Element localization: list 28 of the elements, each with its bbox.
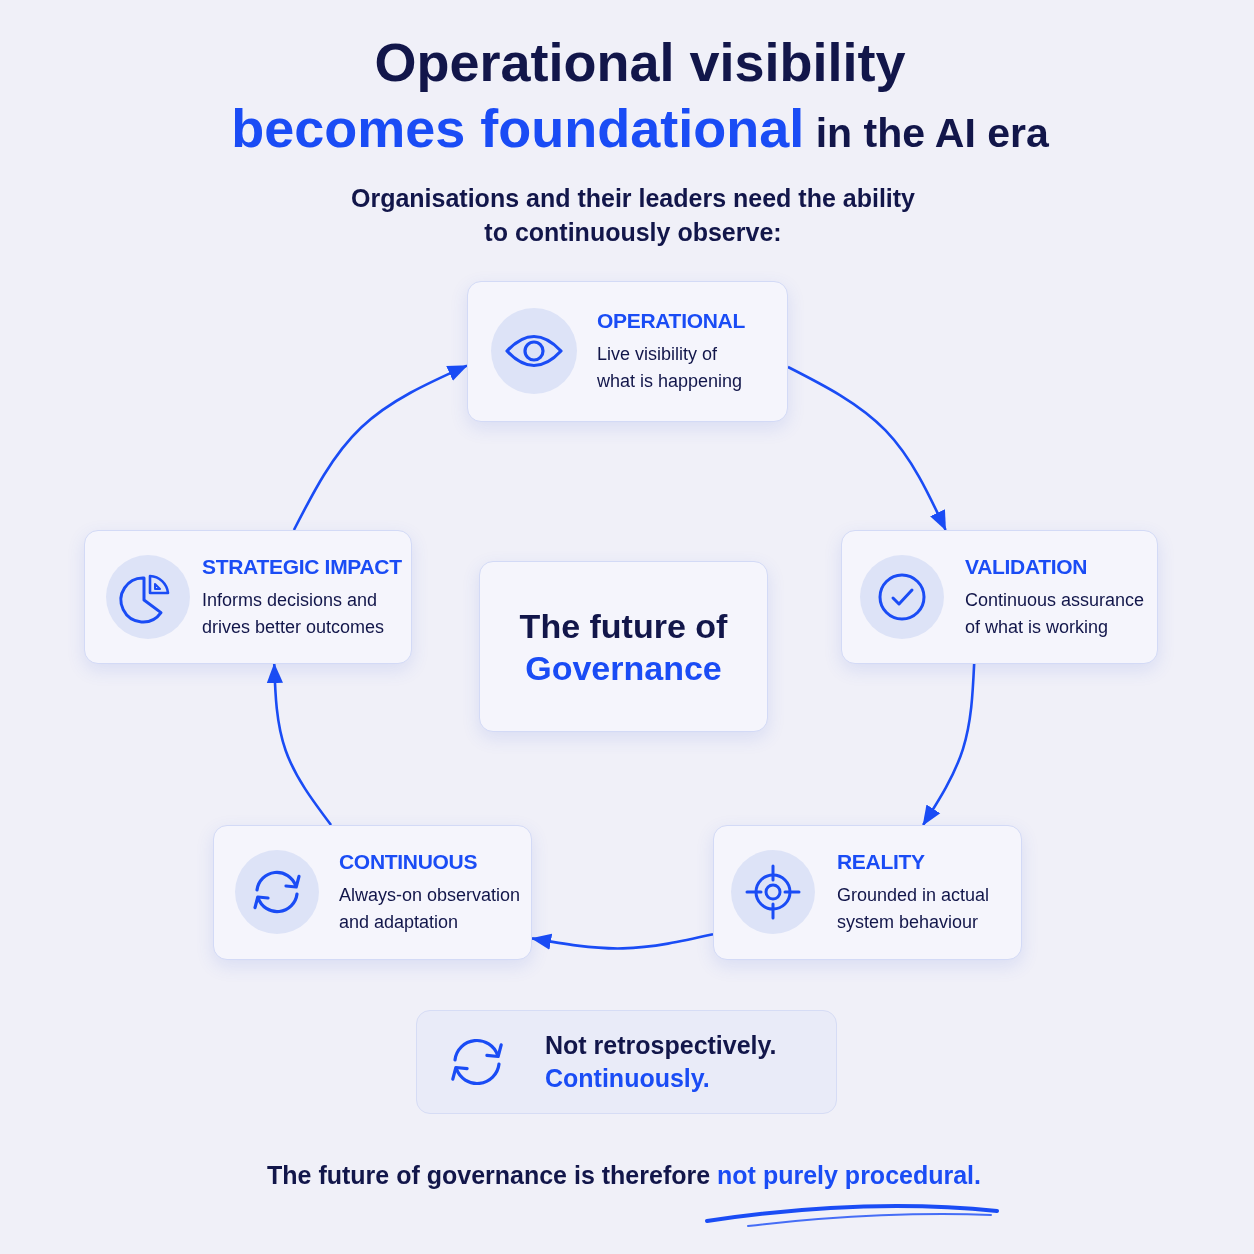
conclusion-text: The future of governance is therefore not purely procedural. bbox=[266, 1160, 982, 1191]
card-heading: STRATEGIC IMPACT bbox=[202, 553, 402, 580]
card-description: Grounded in actual system behaviour bbox=[837, 884, 991, 934]
note-text: Not retrospectively. bbox=[545, 1030, 777, 1061]
card-heading: OPERATIONAL bbox=[597, 308, 745, 334]
cycle-arrow bbox=[266, 663, 333, 826]
process-card bbox=[84, 530, 412, 664]
center-card bbox=[479, 561, 768, 732]
process-card bbox=[213, 825, 532, 960]
note-emphasis: Continuously. bbox=[545, 1063, 710, 1094]
card-description: Live visibility of what is happening bbox=[597, 343, 744, 393]
cycle-arrow bbox=[922, 663, 976, 826]
cycle-arrow bbox=[787, 365, 947, 531]
process-card bbox=[841, 530, 1158, 664]
center-heading: The future of Governance bbox=[519, 605, 728, 689]
card-description: Continuous assurance of what is working bbox=[965, 588, 1146, 639]
cycle-arrow bbox=[292, 364, 468, 531]
card-heading: REALITY bbox=[837, 849, 925, 875]
subtitle-text: Organisations and their leaders need the ability to continuously observe: bbox=[349, 183, 916, 248]
card-description: Always-on observation and adaptation bbox=[339, 884, 522, 934]
card-description: Informs decisions and drives better outcomes bbox=[202, 588, 386, 639]
process-card bbox=[713, 825, 1022, 960]
note-panel bbox=[416, 1010, 837, 1114]
card-heading: CONTINUOUS bbox=[339, 849, 478, 875]
title-heading: Operational visibility becomes foundational in the AI era bbox=[230, 31, 1050, 160]
card-heading: VALIDATION bbox=[965, 553, 1088, 580]
cycle-arrow bbox=[531, 933, 714, 950]
process-card bbox=[467, 281, 788, 422]
